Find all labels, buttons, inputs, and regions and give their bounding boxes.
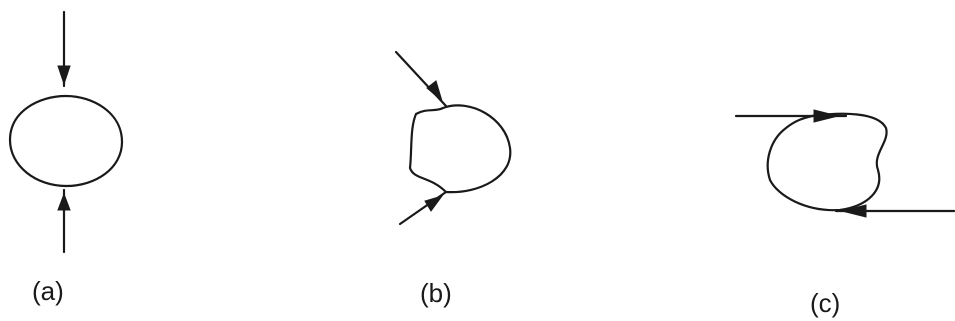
panel-c-top-arrow (813, 109, 839, 123)
panel-a-top-arrow (57, 65, 71, 86)
panel-a-label: (a) (32, 276, 64, 306)
panel-b-label: (b) (420, 278, 452, 308)
panel-b: (b) (394, 50, 512, 308)
panel-c: (c) (734, 109, 955, 318)
panel-c-loop (766, 112, 888, 212)
panel-c-bottom-arrow (841, 204, 867, 218)
panel-a: (a) (8, 10, 124, 306)
panel-b-loop (408, 104, 512, 194)
panel-a-bottom-arrow (57, 192, 71, 211)
panel-c-label: (c) (810, 288, 840, 318)
panel-b-bottom-arrow (424, 195, 444, 212)
panel-a-loop (8, 94, 124, 188)
panel-b-top-arrow (426, 80, 443, 103)
